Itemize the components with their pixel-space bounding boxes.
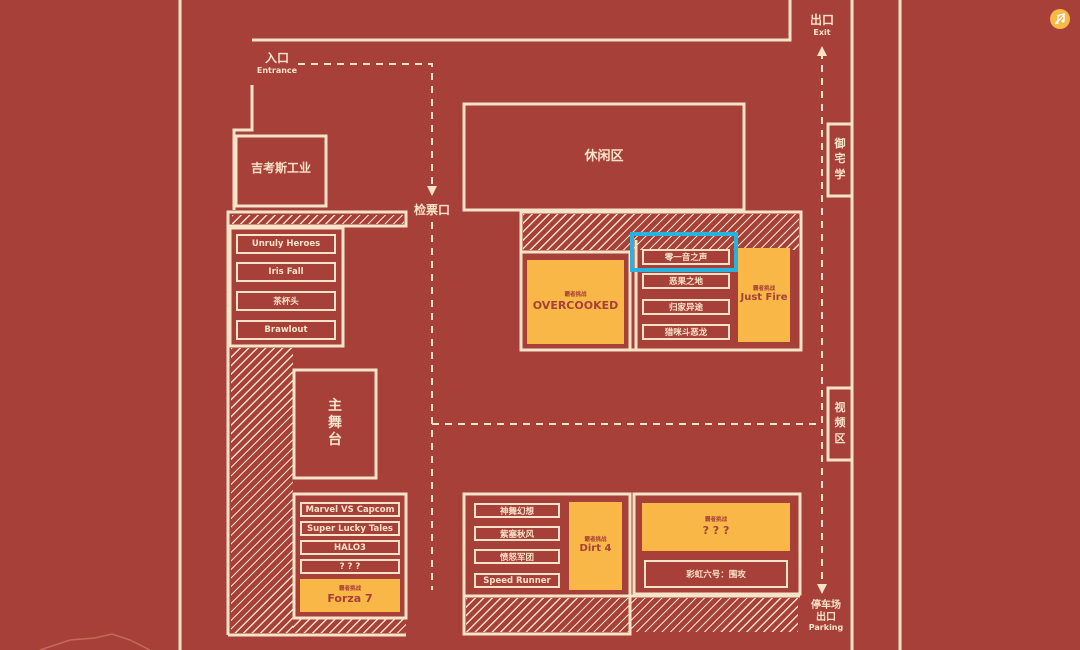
parking-label: 停车场 出口 Parking — [808, 600, 844, 632]
sponsor-booth-label: 吉考斯工业 — [250, 161, 311, 175]
booth-cat-dragon[interactable]: 猎咪斗恶龙 — [642, 324, 730, 340]
selection-highlight — [630, 232, 738, 272]
highlight-dirt-4[interactable]: 霸者挑战 Dirt 4 — [569, 502, 622, 590]
lounge-label: 休闲区 — [584, 149, 624, 164]
booth-super-lucky-tales[interactable]: Super Lucky Tales — [300, 521, 400, 536]
highlight-overcooked[interactable]: 霸者挑战 OVERCOOKED — [527, 260, 624, 344]
main-stage-label: 主舞台 — [328, 398, 342, 448]
booth-angry-legion[interactable]: 愤怒军团 — [474, 549, 560, 564]
entrance-label: 入口 Entrance — [256, 51, 298, 75]
highlight-forza-7[interactable]: 霸者挑战 Forza 7 — [300, 579, 400, 612]
exit-label: 出口 Exit — [809, 13, 834, 37]
booth-brawlout[interactable]: Brawlout — [236, 320, 336, 340]
music-note-icon[interactable] — [1050, 9, 1070, 29]
booth-iris-fall[interactable]: Iris Fall — [236, 262, 336, 282]
highlight-just-fire[interactable]: 霸者挑战 Just Fire — [738, 248, 790, 342]
booth-rainbow-six[interactable]: 彩虹六号：围攻 — [644, 560, 788, 588]
highlight-unknown-right[interactable]: 霸者挑战 ? ? ? — [642, 503, 790, 551]
ticket-check-label: 检票口 — [413, 203, 450, 217]
booth-unknown-left[interactable]: ? ? ? — [300, 559, 400, 574]
hatch-left-corridor — [231, 348, 293, 633]
booth-shen-wu[interactable]: 神舞幻想 — [474, 503, 560, 518]
booth-zi-sai[interactable]: 紫塞秋风 — [474, 526, 560, 541]
booth-bad-fruit-land[interactable]: 恶果之地 — [642, 273, 730, 289]
booth-unruly-heroes[interactable]: Unruly Heroes — [236, 234, 336, 254]
hatch-entrance-wall — [232, 215, 404, 224]
booth-speed-runner[interactable]: Speed Runner — [474, 573, 560, 588]
video-zone-label: 视频区 — [834, 401, 846, 445]
booth-cuphead[interactable]: 茶杯头 — [236, 291, 336, 311]
booth-way-home[interactable]: 归家异途 — [642, 299, 730, 315]
booth-zero-one-voice[interactable]: 零一音之声 — [642, 249, 730, 265]
hatch-bottom-mid — [466, 598, 798, 632]
otaku-zone-label: 御宅学 — [834, 137, 846, 181]
booth-marvel-vs-capcom[interactable]: Marvel VS Capcom — [300, 502, 400, 517]
booth-halo3[interactable]: HALO3 — [300, 540, 400, 555]
hatch-left-bottom — [293, 618, 406, 633]
